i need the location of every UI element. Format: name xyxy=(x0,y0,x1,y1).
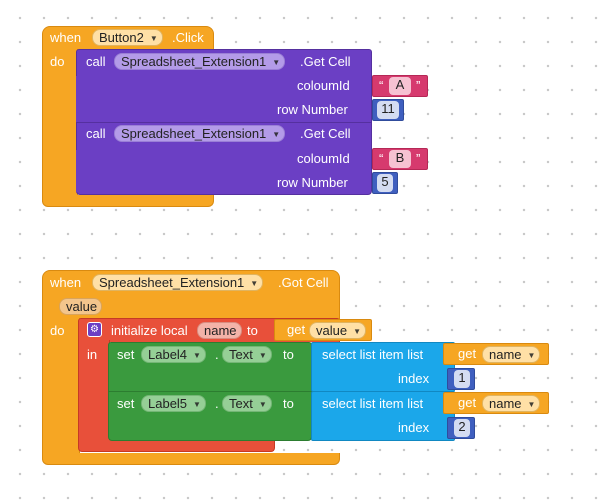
get-block-value[interactable]: get value▼ xyxy=(274,319,372,341)
param-label-coloumid: coloumId xyxy=(297,78,350,93)
get-label: get xyxy=(458,395,477,410)
call-label: call xyxy=(86,126,106,141)
property-dropdown-text[interactable]: Text▼ xyxy=(222,346,272,363)
get-variable-dropdown[interactable]: name▼ xyxy=(482,346,541,363)
text-value-a[interactable]: A xyxy=(389,77,411,95)
param-label-coloumid: coloumId xyxy=(297,151,350,166)
chevron-down-icon: ▼ xyxy=(193,400,201,410)
get-variable-dropdown[interactable]: name▼ xyxy=(482,395,541,412)
do-label: do xyxy=(50,54,65,69)
number-block-index-1[interactable]: 1 xyxy=(447,368,475,390)
number-value-2[interactable]: 2 xyxy=(454,419,470,437)
quote-open: “ xyxy=(379,78,384,93)
event-param-value[interactable]: value xyxy=(59,298,103,315)
text-block-a[interactable]: “ A ” xyxy=(372,75,428,97)
call-label: call xyxy=(86,54,106,69)
component-dropdown-spreadsheet[interactable]: Spreadsheet_Extension1▼ xyxy=(92,274,264,291)
do-label: do xyxy=(50,323,65,338)
chevron-down-icon: ▼ xyxy=(353,327,361,337)
to-label: to xyxy=(283,347,294,362)
local-variable-name[interactable]: name xyxy=(197,322,242,339)
chevron-down-icon: ▼ xyxy=(250,279,259,289)
initialize-local-label: initialize local xyxy=(111,323,188,338)
select-list-item-label: select list item list xyxy=(322,347,424,362)
get-label: get xyxy=(287,322,306,337)
chevron-down-icon: ▼ xyxy=(258,400,267,410)
param-label-row-number: row Number xyxy=(277,102,348,117)
select-list-item-block-1[interactable]: select list item list index xyxy=(311,342,455,392)
select-list-item-block-2[interactable]: select list item list index xyxy=(311,391,455,441)
chevron-down-icon: ▼ xyxy=(193,351,201,361)
param-label-row-number: row Number xyxy=(277,175,348,190)
chevron-down-icon: ▼ xyxy=(272,130,281,140)
get-label: get xyxy=(458,346,477,361)
number-value-5[interactable]: 5 xyxy=(377,174,393,192)
text-block-b[interactable]: “ B ” xyxy=(372,148,428,170)
chevron-down-icon: ▼ xyxy=(272,58,281,68)
when-label: when xyxy=(50,30,82,45)
select-list-item-label: select list item list xyxy=(322,396,424,411)
when-label: when xyxy=(50,275,82,290)
in-label: in xyxy=(87,347,98,362)
to-label: to xyxy=(283,396,294,411)
component-dropdown-label5[interactable]: Label5▼ xyxy=(141,395,206,412)
chevron-down-icon: ▼ xyxy=(258,351,267,361)
number-block-11[interactable]: 11 xyxy=(372,99,404,121)
chevron-down-icon: ▼ xyxy=(527,351,536,361)
event-name-click: .Click xyxy=(172,30,204,45)
component-dropdown-button2[interactable]: Button2▼ xyxy=(92,29,163,46)
event-name-got-cell: .Got Cell xyxy=(278,275,329,290)
text-value-b[interactable]: B xyxy=(389,150,411,168)
quote-close: ” xyxy=(416,78,421,93)
dot-label: . xyxy=(215,396,219,411)
index-label: index xyxy=(398,371,430,386)
quote-open: “ xyxy=(379,151,384,166)
number-block-5[interactable]: 5 xyxy=(372,172,398,194)
to-label: to xyxy=(247,323,258,338)
number-block-index-2[interactable]: 2 xyxy=(447,417,475,439)
component-dropdown-spreadsheet[interactable]: Spreadsheet_Extension1▼ xyxy=(114,125,286,142)
get-variable-dropdown[interactable]: value▼ xyxy=(309,322,366,339)
chevron-down-icon: ▼ xyxy=(527,400,536,410)
get-block-name-2[interactable]: get name▼ xyxy=(443,392,549,414)
number-value-11[interactable]: 11 xyxy=(377,101,399,119)
number-value-1[interactable]: 1 xyxy=(454,370,470,388)
dot-label: . xyxy=(215,347,219,362)
method-name-get-cell: .Get Cell xyxy=(300,54,351,69)
quote-close: ” xyxy=(416,151,421,166)
method-name-get-cell: .Get Cell xyxy=(300,126,351,141)
index-label: index xyxy=(398,420,430,435)
get-block-name-1[interactable]: get name▼ xyxy=(443,343,549,365)
set-label: set xyxy=(117,347,135,362)
chevron-down-icon: ▼ xyxy=(149,34,158,44)
set-label: set xyxy=(117,396,135,411)
gear-icon[interactable]: ⚙ xyxy=(87,322,102,337)
component-dropdown-spreadsheet[interactable]: Spreadsheet_Extension1▼ xyxy=(114,53,286,70)
component-dropdown-label4[interactable]: Label4▼ xyxy=(141,346,206,363)
property-dropdown-text[interactable]: Text▼ xyxy=(222,395,272,412)
